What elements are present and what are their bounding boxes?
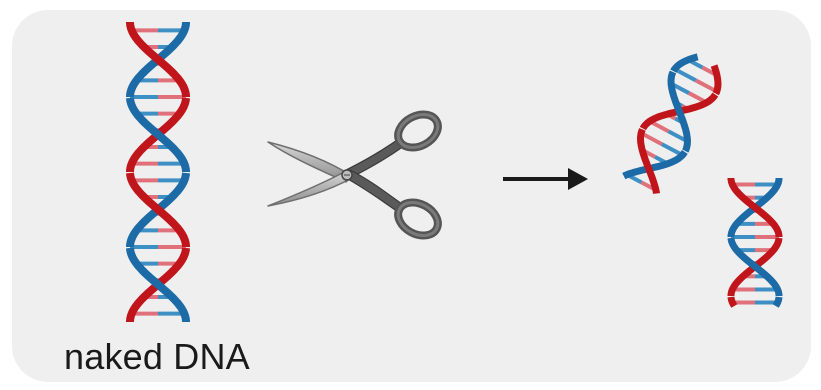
base-pair-rung xyxy=(694,78,718,94)
dna-strand xyxy=(727,237,783,296)
arrow-right-icon xyxy=(503,168,588,190)
base-pair-rung xyxy=(673,67,697,83)
dna-strand xyxy=(126,97,190,322)
dna-strand xyxy=(667,70,691,153)
cut-dna-fragment-lower xyxy=(727,178,783,308)
dna-strand xyxy=(727,178,783,308)
base-pair-rung xyxy=(640,131,663,146)
intact-dna-helix xyxy=(126,22,190,322)
naked-dna-label: naked DNA xyxy=(64,336,250,377)
dna-strand xyxy=(126,22,190,247)
scissors-icon xyxy=(267,110,442,240)
dna-strand xyxy=(622,53,699,180)
dna-strand xyxy=(636,64,722,194)
base-pair-rung xyxy=(660,142,684,157)
cut-dna-fragment-upper xyxy=(622,53,722,194)
